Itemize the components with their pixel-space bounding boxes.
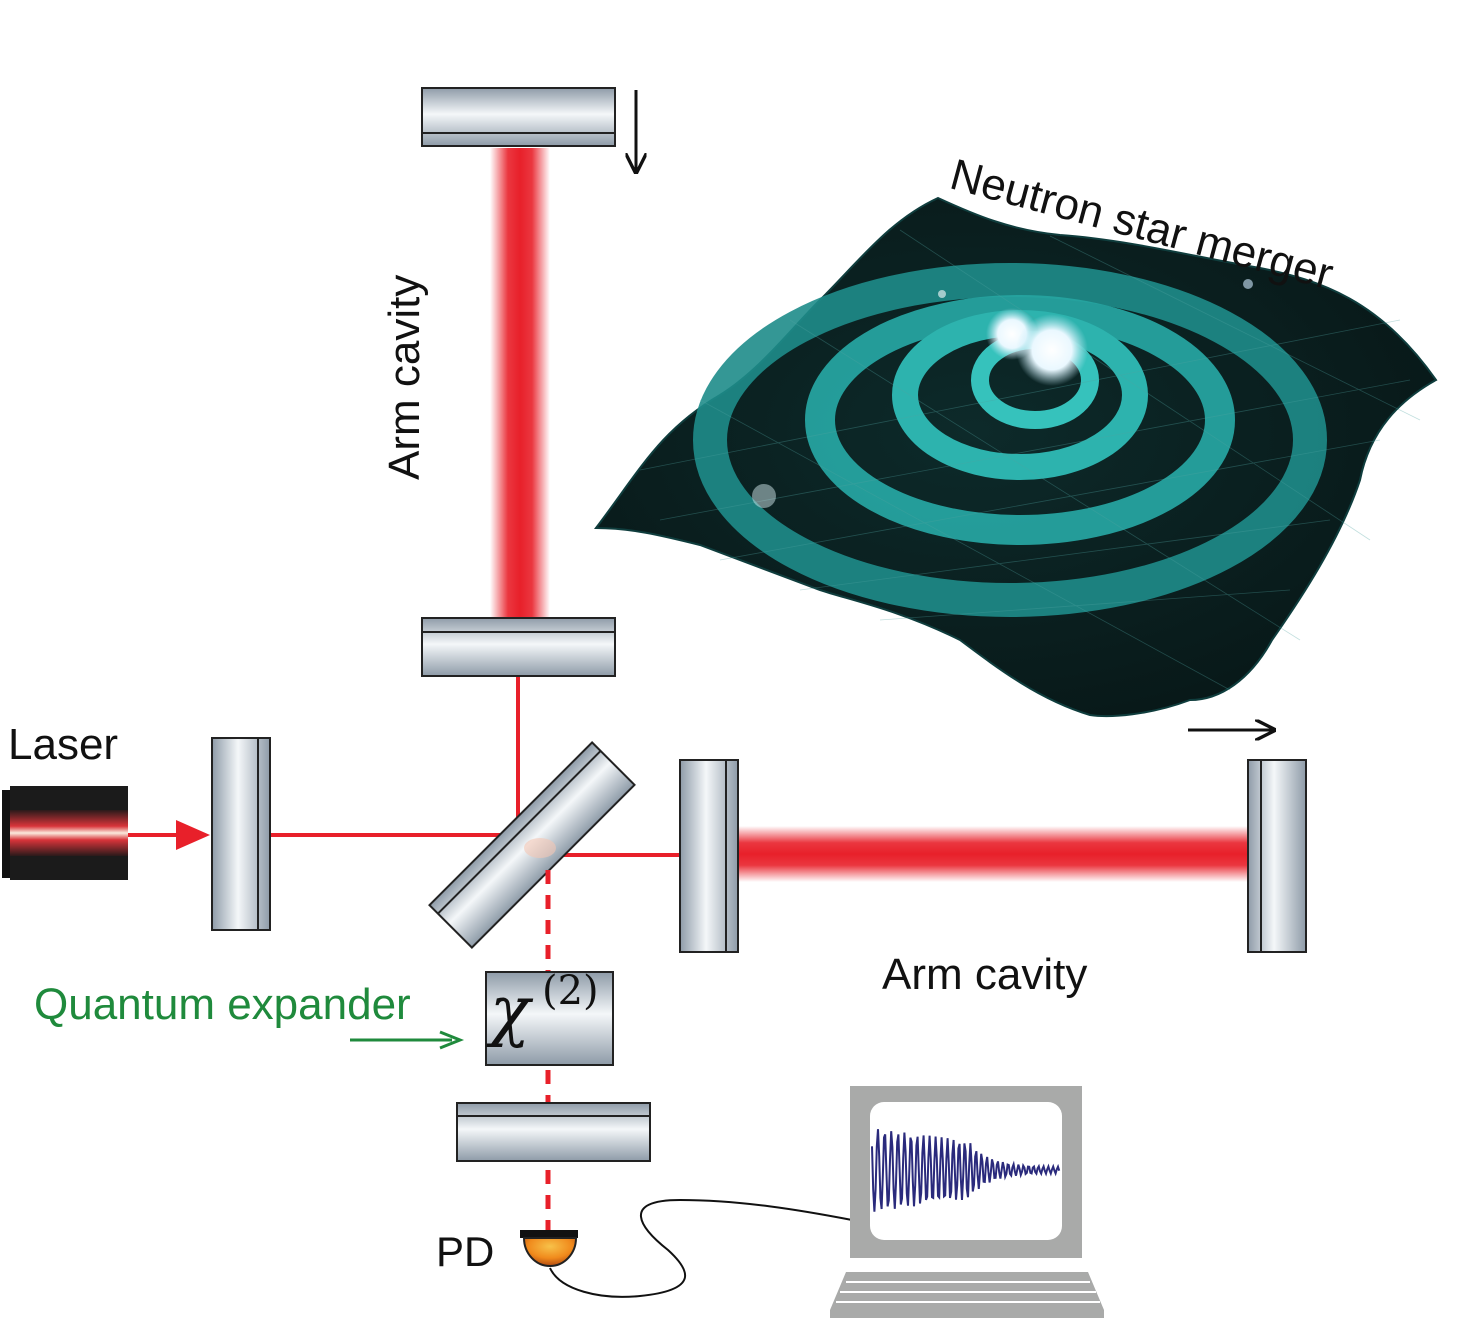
vertical-input-mirror <box>421 617 616 677</box>
photodetector-label: PD <box>436 1228 495 1275</box>
vertical-end-mirror <box>421 87 616 147</box>
laser-label: Laser <box>8 720 119 769</box>
vertical-arm-cavity-label: Arm cavity <box>380 274 429 480</box>
horizontal-arm-cavity-label: Arm cavity <box>882 950 1088 999</box>
horizontal-arm-beam <box>738 826 1250 882</box>
output-mirror <box>456 1102 651 1162</box>
laser-icon <box>2 786 128 880</box>
vertical-arm-beam <box>490 148 550 618</box>
chi-superscript: (2) <box>542 968 599 1014</box>
signal-trace <box>871 1129 1061 1212</box>
chi-symbol: χ <box>490 972 530 1049</box>
horizontal-input-mirror <box>679 759 739 953</box>
laser-arrowhead <box>176 820 210 850</box>
gravitational-wave-surface-icon <box>593 196 1438 718</box>
horizontal-end-mirror <box>1247 759 1307 953</box>
neutron-star-icon <box>1016 314 1088 386</box>
nonlinear-crystal <box>485 971 614 1066</box>
quantum-expander-label: Quantum expander <box>34 980 411 1029</box>
computer-monitor-icon <box>830 1086 1104 1318</box>
photodetector-icon <box>520 1230 578 1267</box>
recycling-mirror <box>211 737 271 931</box>
detector-cable <box>549 1198 853 1298</box>
